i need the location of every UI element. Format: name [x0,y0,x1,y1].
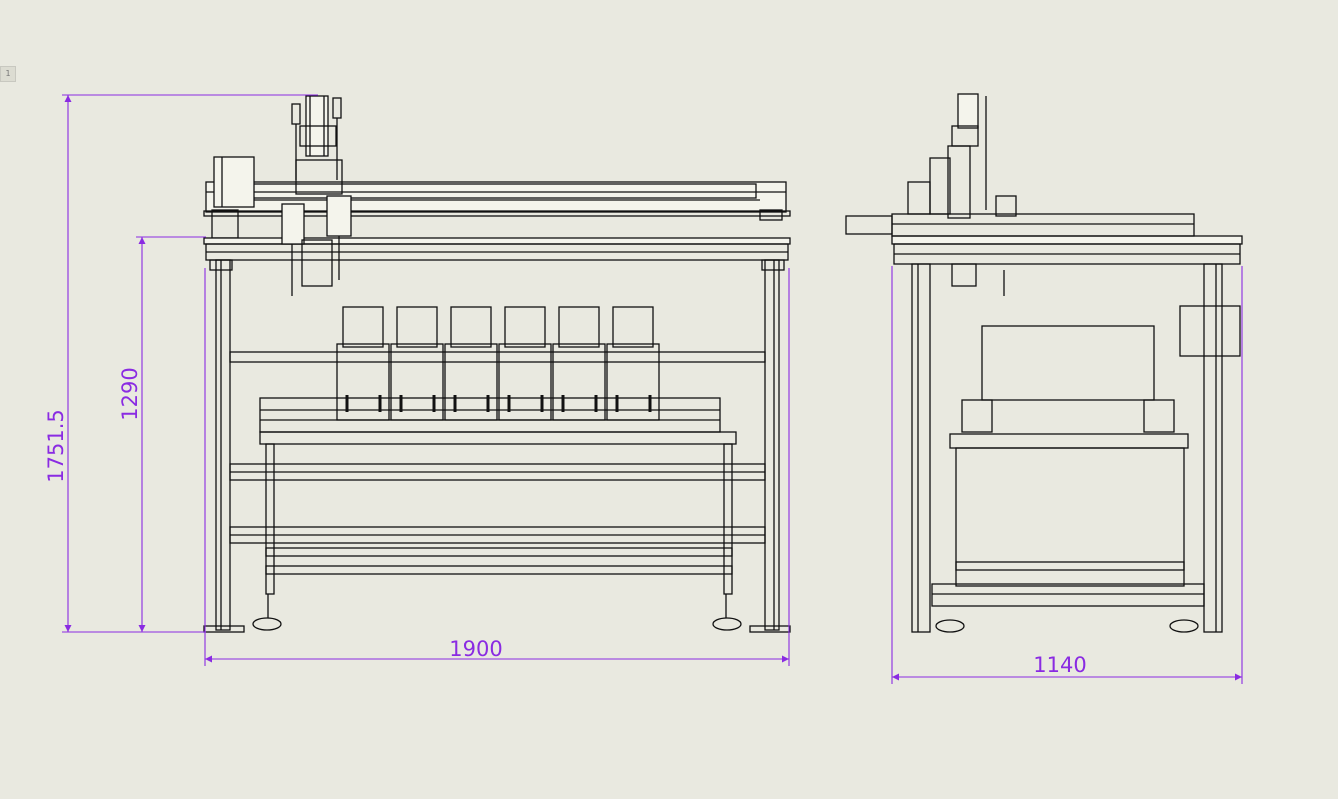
dim-depth-label: 1140 [1033,653,1086,677]
front-table-top [203,237,791,271]
side-head [929,93,1005,296]
side-view [845,93,1243,633]
sheet-corner-tab[interactable]: 1 [0,66,16,82]
front-dispense-head [281,95,352,296]
front-modules [336,306,660,421]
dimensions [62,94,1243,684]
front-legs [203,259,791,633]
side-inner-cart [931,325,1205,633]
dim-width-label: 1900 [449,637,502,661]
side-top-frame [845,181,1243,265]
dim-table-height-label: 1290 [118,367,142,420]
front-view [203,95,791,633]
dim-overall-height-label: 1751.5 [44,409,68,482]
front-inner-cart [252,397,742,631]
side-legs [911,263,1241,633]
